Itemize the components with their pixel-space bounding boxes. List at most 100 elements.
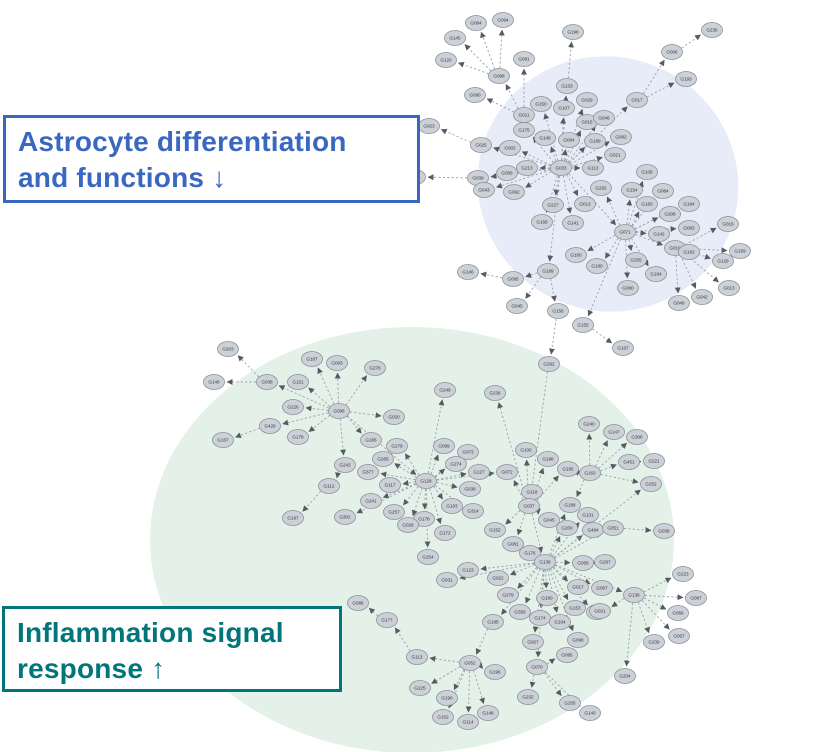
gene-node-shape[interactable] — [488, 68, 510, 84]
graph-node[interactable]: G180 — [536, 590, 558, 606]
gene-node-shape[interactable] — [379, 477, 401, 493]
gene-node-shape[interactable] — [562, 24, 584, 40]
graph-node[interactable]: G193 — [675, 71, 697, 87]
gene-node-shape[interactable] — [640, 476, 662, 492]
gene-node-shape[interactable] — [518, 498, 540, 514]
gene-node-shape[interactable] — [482, 614, 504, 630]
gene-node-shape[interactable] — [516, 160, 538, 176]
gene-node-shape[interactable] — [212, 432, 234, 448]
gene-node-shape[interactable] — [484, 522, 506, 538]
graph-node[interactable]: G045 — [506, 298, 528, 314]
graph-node[interactable]: G090 — [464, 87, 486, 103]
gene-node-shape[interactable] — [536, 590, 558, 606]
gene-node-shape[interactable] — [502, 271, 524, 287]
graph-node[interactable]: G221 — [643, 453, 665, 469]
graph-node[interactable]: G148 — [534, 130, 556, 146]
graph-node[interactable]: G279 — [386, 438, 408, 454]
graph-node[interactable]: G038 — [459, 481, 481, 497]
graph-node[interactable]: G302 — [334, 509, 356, 525]
graph-node[interactable]: G049 — [668, 295, 690, 311]
gene-node-shape[interactable] — [579, 705, 601, 721]
graph-node[interactable]: G017 — [626, 92, 648, 108]
graph-node[interactable]: G195 — [557, 461, 579, 477]
gene-node-shape[interactable] — [567, 579, 589, 595]
graph-node[interactable]: G095 — [556, 647, 578, 663]
gene-node-shape[interactable] — [530, 96, 552, 112]
gene-node-shape[interactable] — [604, 147, 626, 163]
graph-node[interactable]: G142 — [648, 226, 670, 242]
graph-node[interactable]: G123 — [457, 562, 479, 578]
gene-node-shape[interactable] — [444, 30, 466, 46]
graph-node[interactable]: G225 — [409, 680, 431, 696]
gene-node-shape[interactable] — [459, 655, 481, 671]
gene-node-shape[interactable] — [462, 503, 484, 519]
graph-node[interactable]: G042 — [691, 289, 713, 305]
gene-node-shape[interactable] — [256, 374, 278, 390]
graph-node[interactable]: G029 — [576, 92, 598, 108]
gene-node-shape[interactable] — [701, 22, 723, 38]
gene-node-shape[interactable] — [328, 403, 350, 419]
graph-node[interactable]: G190 — [436, 690, 458, 706]
gene-node-shape[interactable] — [217, 341, 239, 357]
graph-node[interactable]: G093 — [326, 355, 348, 371]
graph-node[interactable]: G243 — [334, 457, 356, 473]
gene-node-shape[interactable] — [564, 600, 586, 616]
gene-node-shape[interactable] — [547, 303, 569, 319]
gene-node-shape[interactable] — [648, 226, 670, 242]
graph-node[interactable]: G096 — [328, 403, 350, 419]
graph-node[interactable]: G203 — [217, 341, 239, 357]
graph-node[interactable]: G146 — [457, 264, 479, 280]
gene-node-shape[interactable] — [534, 130, 556, 146]
gene-node-shape[interactable] — [553, 100, 575, 116]
gene-node-shape[interactable] — [550, 160, 572, 176]
graph-node[interactable]: G117 — [379, 477, 401, 493]
gene-node-shape[interactable] — [484, 385, 506, 401]
graph-node[interactable]: G038 — [256, 374, 278, 390]
gene-node-shape[interactable] — [372, 451, 394, 467]
gene-node-shape[interactable] — [567, 632, 589, 648]
gene-node-shape[interactable] — [334, 457, 356, 473]
graph-node[interactable]: G067 — [591, 580, 613, 596]
gene-node-shape[interactable] — [459, 481, 481, 497]
gene-node-shape[interactable] — [515, 442, 537, 458]
gene-node-shape[interactable] — [636, 164, 658, 180]
graph-node[interactable]: G006 — [661, 44, 683, 60]
graph-node[interactable]: G149 — [203, 374, 225, 390]
gene-node-shape[interactable] — [626, 429, 648, 445]
gene-node-shape[interactable] — [259, 418, 281, 434]
graph-node[interactable]: G241 — [360, 493, 382, 509]
graph-node[interactable]: G107 — [553, 100, 575, 116]
graph-node[interactable]: G013 — [574, 196, 596, 212]
gene-node-shape[interactable] — [497, 587, 519, 603]
gene-node-shape[interactable] — [542, 197, 564, 213]
graph-node[interactable]: G086 — [347, 595, 369, 611]
gene-node-shape[interactable] — [484, 664, 506, 680]
graph-node[interactable]: G139 — [623, 587, 645, 603]
graph-node[interactable]: G204 — [614, 668, 636, 684]
gene-node-shape[interactable] — [576, 92, 598, 108]
gene-node-shape[interactable] — [360, 493, 382, 509]
graph-node[interactable]: G257 — [383, 504, 405, 520]
graph-node[interactable]: G377 — [357, 464, 379, 480]
gene-node-shape[interactable] — [578, 416, 600, 432]
gene-node-shape[interactable] — [287, 374, 309, 390]
graph-node[interactable]: G031 — [436, 572, 458, 588]
gene-node-shape[interactable] — [565, 247, 587, 263]
gene-node-shape[interactable] — [602, 520, 624, 536]
graph-node[interactable]: G066 — [667, 605, 689, 621]
graph-node[interactable]: G232 — [517, 689, 539, 705]
graph-node[interactable]: G358 — [509, 604, 531, 620]
graph-node[interactable]: G022 — [487, 570, 509, 586]
gene-node-shape[interactable] — [574, 196, 596, 212]
graph-node[interactable]: G147 — [603, 424, 625, 440]
gene-node-shape[interactable] — [383, 504, 405, 520]
graph-node[interactable]: G177 — [376, 612, 398, 628]
graph-node[interactable]: G092 — [503, 184, 525, 200]
gene-node-shape[interactable] — [717, 216, 739, 232]
graph-node[interactable]: G094 — [492, 12, 514, 28]
gene-node-shape[interactable] — [589, 603, 611, 619]
graph-node[interactable]: G083 — [678, 220, 700, 236]
graph-node[interactable]: G072 — [496, 464, 518, 480]
gene-node-shape[interactable] — [513, 107, 535, 123]
graph-node[interactable]: G081 — [513, 51, 535, 67]
